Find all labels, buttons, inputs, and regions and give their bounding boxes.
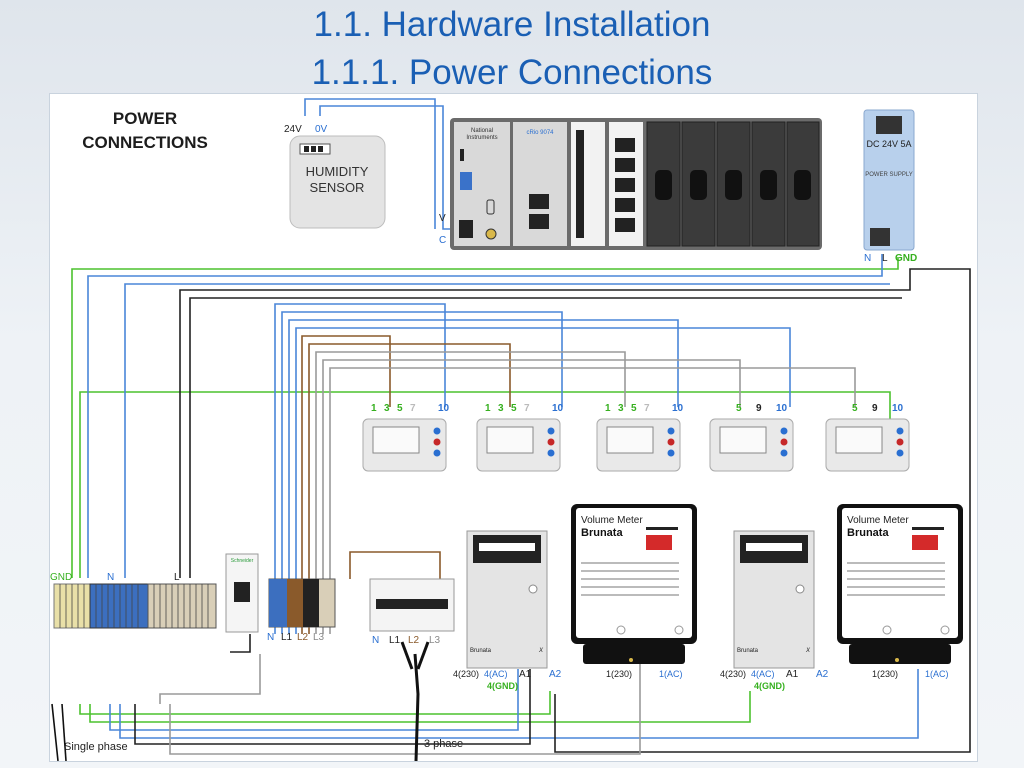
meter-a1: A1 (519, 669, 532, 680)
mb-phase-l2: L2 (408, 635, 420, 646)
module-terminal-label: 7 (410, 403, 416, 414)
module-terminal-label: 9 (872, 403, 878, 414)
module-terminal-label: 5 (736, 403, 742, 414)
module-terminal-label: 5 (397, 403, 403, 414)
module-terminal-label: 7 (644, 403, 650, 414)
humidity-sensor: 24V 0V HUMIDITY SENSOR (284, 124, 386, 229)
breaker-brand: Schneider (231, 558, 254, 564)
psu-sublabel: POWER SUPPLY (865, 172, 913, 178)
mb-phase-l1: L1 (389, 635, 401, 646)
meter-t4ac: 4(AC) (484, 669, 508, 679)
volume-meter-brand: Brunata (847, 527, 889, 539)
tb-phase-l2: L2 (297, 632, 309, 643)
three-phase-label: 3 phase (424, 738, 463, 750)
meter-brand: Brunata (737, 648, 759, 654)
brunata-meter-1: Brunata X 4(230) 4(AC) 4(GND)A1 A2 (453, 530, 562, 691)
module-terminal-label: 10 (552, 403, 564, 414)
psu-label: DC 24V 5A (866, 139, 911, 149)
module-terminal-label: 10 (438, 403, 450, 414)
module-terminal-label: 5 (852, 403, 858, 414)
wiring-diagram: POWER CONNECTIONS 24V 0V HUMIDITY SENSOR… (49, 93, 978, 762)
tb-phase-l1: L1 (281, 632, 293, 643)
module-terminal-label: 3 (384, 403, 390, 414)
meter-a2: A2 (816, 669, 829, 680)
tb-gnd-label: GND (50, 572, 72, 583)
module-terminal-label: 10 (776, 403, 788, 414)
module-terminal-label: 1 (605, 403, 611, 414)
module-terminal-label: 1 (485, 403, 491, 414)
meter-t4: 4(230) (453, 669, 479, 679)
volume-meter-t1ac: 1(AC) (659, 669, 683, 679)
diagram-heading-line1: POWER (113, 109, 177, 128)
module-terminal-label: 10 (672, 403, 684, 414)
psu-pin-l: L (882, 253, 888, 264)
volume-meter-t1: 1(230) (872, 669, 898, 679)
meter-a1: A1 (786, 669, 799, 680)
module-4: 5 9 10 (709, 403, 794, 472)
slide-subtitle: 1.1.1. Power Connections (311, 53, 713, 92)
mb-phase-l3: L3 (429, 635, 441, 646)
module-terminal-label: 10 (892, 403, 904, 414)
tb-n-label: N (107, 572, 114, 583)
psu-pin-gnd: GND (895, 253, 917, 264)
crio-controller: V C National Instruments cRio 9074 (439, 118, 822, 250)
meter-t4: 4(230) (720, 669, 746, 679)
wire-network (51, 98, 971, 762)
meter-brand: Brunata (470, 648, 492, 654)
brunata-meter-2: Brunata X 4(230) 4(AC) 4(GND)A1 A2 (720, 530, 829, 691)
diagram-heading-line2: CONNECTIONS (82, 133, 208, 152)
module-terminal-label: 5 (511, 403, 517, 414)
module-terminal-label: 3 (618, 403, 624, 414)
module-terminal-label: 5 (631, 403, 637, 414)
meter-x: X (538, 648, 544, 654)
mb-phase-n: N (372, 635, 379, 646)
crio-model: cRio 9074 (526, 130, 554, 136)
meter-t4gnd: 4(GND) (487, 681, 518, 691)
crio-pin-c: C (439, 235, 446, 246)
crio-brand-2: Instruments (466, 135, 497, 141)
module-5: 5 9 10 (825, 403, 910, 472)
meter-a2: A2 (549, 669, 562, 680)
meter-x: X (805, 648, 811, 654)
humidity-sensor-label-2: SENSOR (310, 180, 365, 195)
tb-l-label: L (174, 572, 180, 583)
sensor-pin-0v: 0V (315, 124, 328, 135)
volume-meter-t1: 1(230) (606, 669, 632, 679)
tb-phase-l3: L3 (313, 632, 325, 643)
sensor-pin-24v: 24V (284, 124, 302, 135)
humidity-sensor-label-1: HUMIDITY (306, 164, 369, 179)
psu-pin-n: N (864, 253, 871, 264)
volume-meter-brand: Brunata (581, 527, 623, 539)
tb-phase-n: N (267, 632, 274, 643)
volume-meter-title: Volume Meter (847, 515, 909, 526)
module-terminal-label: 7 (524, 403, 530, 414)
crio-brand-1: National (471, 128, 493, 134)
module-terminal-label: 9 (756, 403, 762, 414)
module-terminal-label: 1 (371, 403, 377, 414)
volume-meter-title: Volume Meter (581, 515, 643, 526)
volume-meter-t1ac: 1(AC) (925, 669, 949, 679)
crio-pin-v: V (439, 213, 446, 224)
module-terminal-label: 3 (498, 403, 504, 414)
meter-t4gnd: 4(GND) (754, 681, 785, 691)
meter-t4ac: 4(AC) (751, 669, 775, 679)
single-phase-label: Single phase (64, 741, 128, 753)
power-supply: DC 24V 5A POWER SUPPLY N L GND (863, 109, 917, 264)
slide-title: 1.1. Hardware Installation (313, 5, 711, 44)
terminal-block: GND N L Schneider N L1 L2 L3 N L1 L2 L3 (50, 553, 455, 646)
